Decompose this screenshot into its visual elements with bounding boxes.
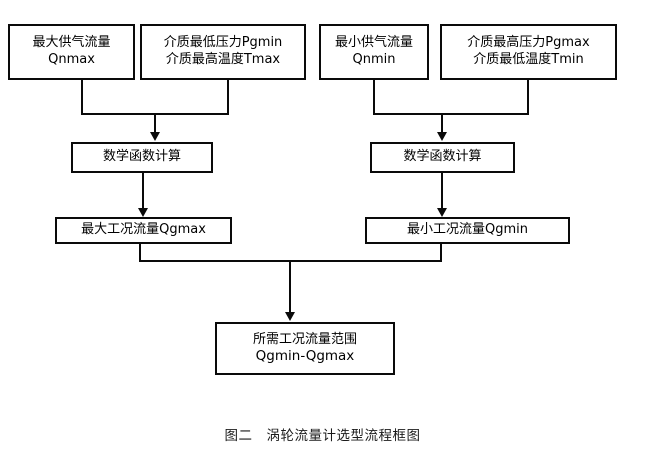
node-calc-left: 数学函数计算: [71, 142, 213, 173]
connector-calc-left-to-qgmax: [142, 173, 144, 209]
connector-bottom-merge-stem: [289, 260, 291, 313]
node-qgmin: 最小工况流量Qgmin: [365, 217, 570, 244]
arrowhead-qgmax: [138, 208, 148, 217]
connector-pgmin-tmax-down: [227, 80, 229, 115]
connector-qgmin-down: [440, 244, 442, 262]
node-pgmin-tmax: 介质最低压力Pgmin 介质最高温度Tmax: [140, 24, 306, 80]
node-qgmax-label: 最大工况流量Qgmax: [81, 222, 206, 238]
node-qnmin: 最小供气流量 Qnmin: [319, 24, 429, 80]
node-qnmin-line1: 最小供气流量: [334, 35, 413, 51]
node-calc-left-label: 数学函数计算: [102, 149, 181, 165]
arrowhead-right-calc: [437, 132, 447, 141]
node-qgmin-label: 最小工况流量Qgmin: [407, 222, 528, 238]
arrowhead-left-calc: [150, 132, 160, 141]
node-pgmin-tmax-line2: 介质最高温度Tmax: [165, 52, 281, 67]
node-pgmax-tmin-line1: 介质最高压力Pgmax: [467, 35, 590, 51]
node-result-line1: 所需工况流量范围: [252, 331, 357, 347]
node-qnmax-line1: 最大供气流量: [32, 35, 111, 51]
node-result: 所需工况流量范围 Qgmin-Qgmax: [215, 322, 395, 375]
connector-right-merge-bar: [373, 113, 529, 115]
node-qnmax-line2: Qnmax: [48, 52, 95, 67]
node-result-line2: Qgmin-Qgmax: [255, 348, 355, 365]
node-pgmax-tmin: 介质最高压力Pgmax 介质最低温度Tmin: [440, 24, 617, 80]
connector-calc-right-to-qgmin: [441, 173, 443, 209]
arrowhead-qgmin: [437, 208, 447, 217]
node-pgmin-tmax-line1: 介质最低压力Pgmin: [163, 35, 283, 51]
connector-pgmax-tmin-down: [527, 80, 529, 115]
node-calc-right-label: 数学函数计算: [403, 149, 482, 165]
connector-qgmax-down: [139, 244, 141, 262]
connector-right-merge-stem: [441, 113, 443, 133]
node-calc-right: 数学函数计算: [370, 142, 515, 173]
node-qgmax: 最大工况流量Qgmax: [55, 217, 232, 244]
figure-caption: 图二 涡轮流量计选型流程框图: [224, 428, 421, 444]
connector-left-merge-stem: [154, 113, 156, 133]
node-qnmax: 最大供气流量 Qnmax: [8, 24, 135, 80]
node-qnmin-line2: Qnmin: [352, 52, 396, 67]
arrowhead-result: [285, 312, 295, 321]
connector-qnmax-down: [81, 80, 83, 115]
connector-qnmin-down: [373, 80, 375, 115]
node-pgmax-tmin-line2: 介质最低温度Tmin: [473, 52, 584, 67]
